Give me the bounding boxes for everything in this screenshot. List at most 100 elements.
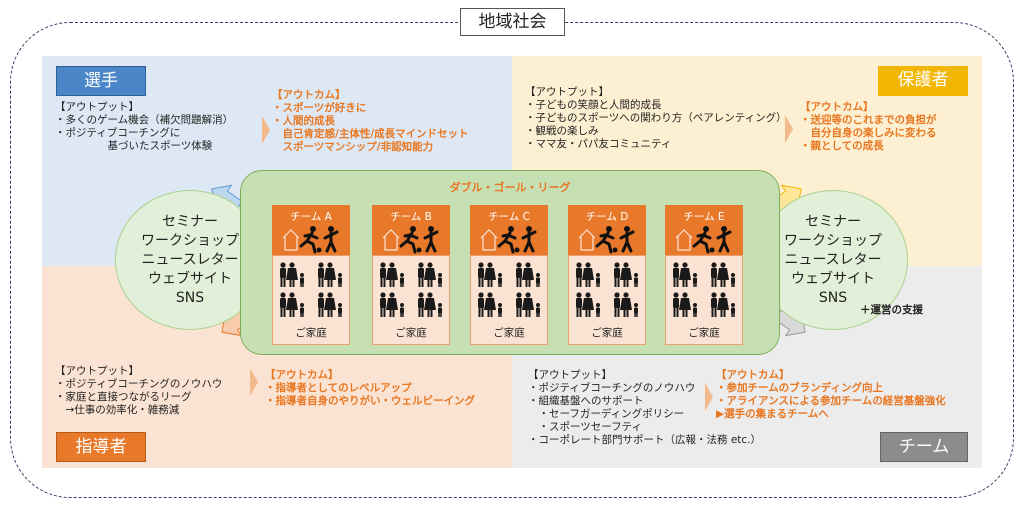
chevron-icon [262, 116, 270, 144]
family-icon [711, 262, 735, 287]
players-icon [675, 226, 732, 254]
output-item: →仕事の効率化・雑務減 [55, 404, 180, 416]
outcome-item: ・参加チームのブランディング向上 [716, 382, 883, 394]
output-item: ・セーフガーディングポリシー [528, 408, 685, 420]
outcome-item: ・送迎等のこれまでの負担が [800, 114, 937, 126]
support-note: ＋運営の支援 [860, 304, 923, 316]
output-item: ・ポジティブコーチングのノウハウ [528, 382, 696, 394]
channels-right: セミナー ワークショップ ニュースレター ウェブサイト SNS [758, 190, 908, 330]
team-name: チーム D [585, 211, 629, 223]
coach-outcomes: 【アウトカム】・指導者としてのレベルアップ・指導者自身のやりがい・ウェルビーイン… [265, 369, 475, 408]
team-label: チーム [880, 432, 968, 462]
family-icon [318, 292, 342, 317]
output-item: ・家庭と直接つながるリーグ [55, 391, 192, 403]
parent-outcomes: 【アウトカム】・送迎等のこれまでの負担が 自分自身の楽しみに変わる・親としての成… [800, 101, 937, 153]
outcome-heading: 【アウトカム】 [800, 101, 874, 113]
output-heading: 【アウトプット】 [525, 86, 609, 98]
outcome-item: ・人間的成長 [272, 115, 335, 127]
team-card: チーム B ご家庭 [372, 205, 450, 345]
output-item: ・子どものスポーツへの関わり方（ペアレンティング） [525, 112, 787, 124]
family-icon [380, 262, 404, 287]
output-item: ・スポーツセーフティ [528, 421, 643, 433]
players-icon [578, 226, 635, 254]
output-item: ・多くのゲーム機会（補欠問題解消） [55, 114, 234, 126]
family-icon [576, 262, 600, 287]
chevron-icon [705, 383, 713, 411]
parent-label: 保護者 [878, 66, 968, 96]
outcome-item: 自分自身の楽しみに変わる [800, 127, 937, 139]
coach-label: 指導者 [56, 432, 146, 462]
outcome-item: ▶選手の集まるチームへ [716, 408, 829, 420]
team-header: チーム D [568, 205, 646, 257]
family-icon [318, 262, 342, 287]
team-header: チーム C [470, 205, 548, 257]
chevron-icon [250, 368, 258, 396]
team-name: チーム C [488, 211, 530, 223]
team-outcomes: 【アウトカム】・参加チームのブランディング向上・アライアンスによる参加チームの経… [716, 369, 946, 421]
output-item: ・子どもの笑顔と人間的成長 [525, 99, 662, 111]
team-outputs: 【アウトプット】・ポジティブコーチングのノウハウ・組織基盤へのサポート ・セーフ… [528, 369, 761, 447]
family-label: ご家庭 [395, 327, 427, 339]
outcome-item: ・スポーツが好きに [272, 102, 367, 114]
outcome-item: 自己肯定感/主体性/成長マインドセット [272, 128, 469, 140]
output-item: ・ポジティブコーチングに 基づいたスポーツ体験 [55, 127, 213, 152]
player-outputs: 【アウトプット】・多くのゲーム機会（補欠問題解消）・ポジティブコーチングに 基づ… [55, 101, 233, 153]
family-box: ご家庭 [665, 255, 743, 345]
players-icon [382, 226, 439, 254]
family-label: ご家庭 [295, 327, 327, 339]
team-name: チーム E [683, 211, 725, 223]
outcome-item: ・指導者としてのレベルアップ [265, 382, 412, 394]
output-item: ・コーポレート部門サポート（広報・法務 etc.） [528, 434, 762, 446]
family-icon [478, 292, 502, 317]
output-heading: 【アウトプット】 [55, 101, 139, 113]
family-icon [614, 292, 638, 317]
community-title: 地域社会 [460, 8, 565, 36]
family-icon [418, 292, 442, 317]
players-icon [480, 226, 537, 254]
family-box: ご家庭 [372, 255, 450, 345]
output-item: ・ママ友・パパ友コミュニティ [525, 138, 672, 150]
outcome-item: ・親としての成長 [800, 140, 884, 152]
family-box: ご家庭 [272, 255, 350, 345]
family-icon [711, 292, 735, 317]
league-title: ダブル・ゴール・リーグ [449, 181, 571, 194]
team-card: チーム C ご家庭 [470, 205, 548, 345]
family-box: ご家庭 [470, 255, 548, 345]
team-card: チーム D ご家庭 [568, 205, 646, 345]
family-icon [478, 262, 502, 287]
family-icon [280, 262, 304, 287]
team-card: チーム E ご家庭 [665, 205, 743, 345]
team-header: チーム B [372, 205, 450, 257]
family-label: ご家庭 [493, 327, 525, 339]
family-icon [673, 292, 697, 317]
output-item: ・ポジティブコーチングのノウハウ [55, 378, 223, 390]
players-icon [282, 226, 339, 254]
team-header: チーム A [272, 205, 350, 257]
player-label: 選手 [56, 66, 146, 96]
family-icon [614, 262, 638, 287]
team-name: チーム B [390, 211, 432, 223]
output-item: ・観戦の楽しみ [525, 125, 599, 137]
family-icon [516, 292, 540, 317]
outcome-item: スポーツマンシップ/非認知能力 [272, 141, 434, 153]
family-icon [418, 262, 442, 287]
team-header: チーム E [665, 205, 743, 257]
outcome-heading: 【アウトカム】 [716, 369, 790, 381]
chevron-icon [785, 115, 793, 143]
outcome-heading: 【アウトカム】 [272, 89, 346, 101]
output-heading: 【アウトプット】 [528, 369, 612, 381]
family-icon [516, 262, 540, 287]
coach-outputs: 【アウトプット】・ポジティブコーチングのノウハウ・家庭と直接つながるリーグ →仕… [55, 365, 222, 417]
family-icon [280, 292, 304, 317]
player-outcomes: 【アウトカム】・スポーツが好きに・人間的成長 自己肯定感/主体性/成長マインドセ… [272, 89, 469, 154]
family-label: ご家庭 [591, 327, 623, 339]
outcome-item: ・アライアンスによる参加チームの経営基盤強化 [716, 395, 946, 407]
family-icon [673, 262, 697, 287]
team-name: チーム A [290, 211, 332, 223]
family-box: ご家庭 [568, 255, 646, 345]
family-label: ご家庭 [688, 327, 720, 339]
outcome-heading: 【アウトカム】 [265, 369, 339, 381]
outcome-item: ・指導者自身のやりがい・ウェルビーイング [265, 395, 475, 407]
family-icon [576, 292, 600, 317]
output-item: ・組織基盤へのサポート [528, 395, 644, 407]
